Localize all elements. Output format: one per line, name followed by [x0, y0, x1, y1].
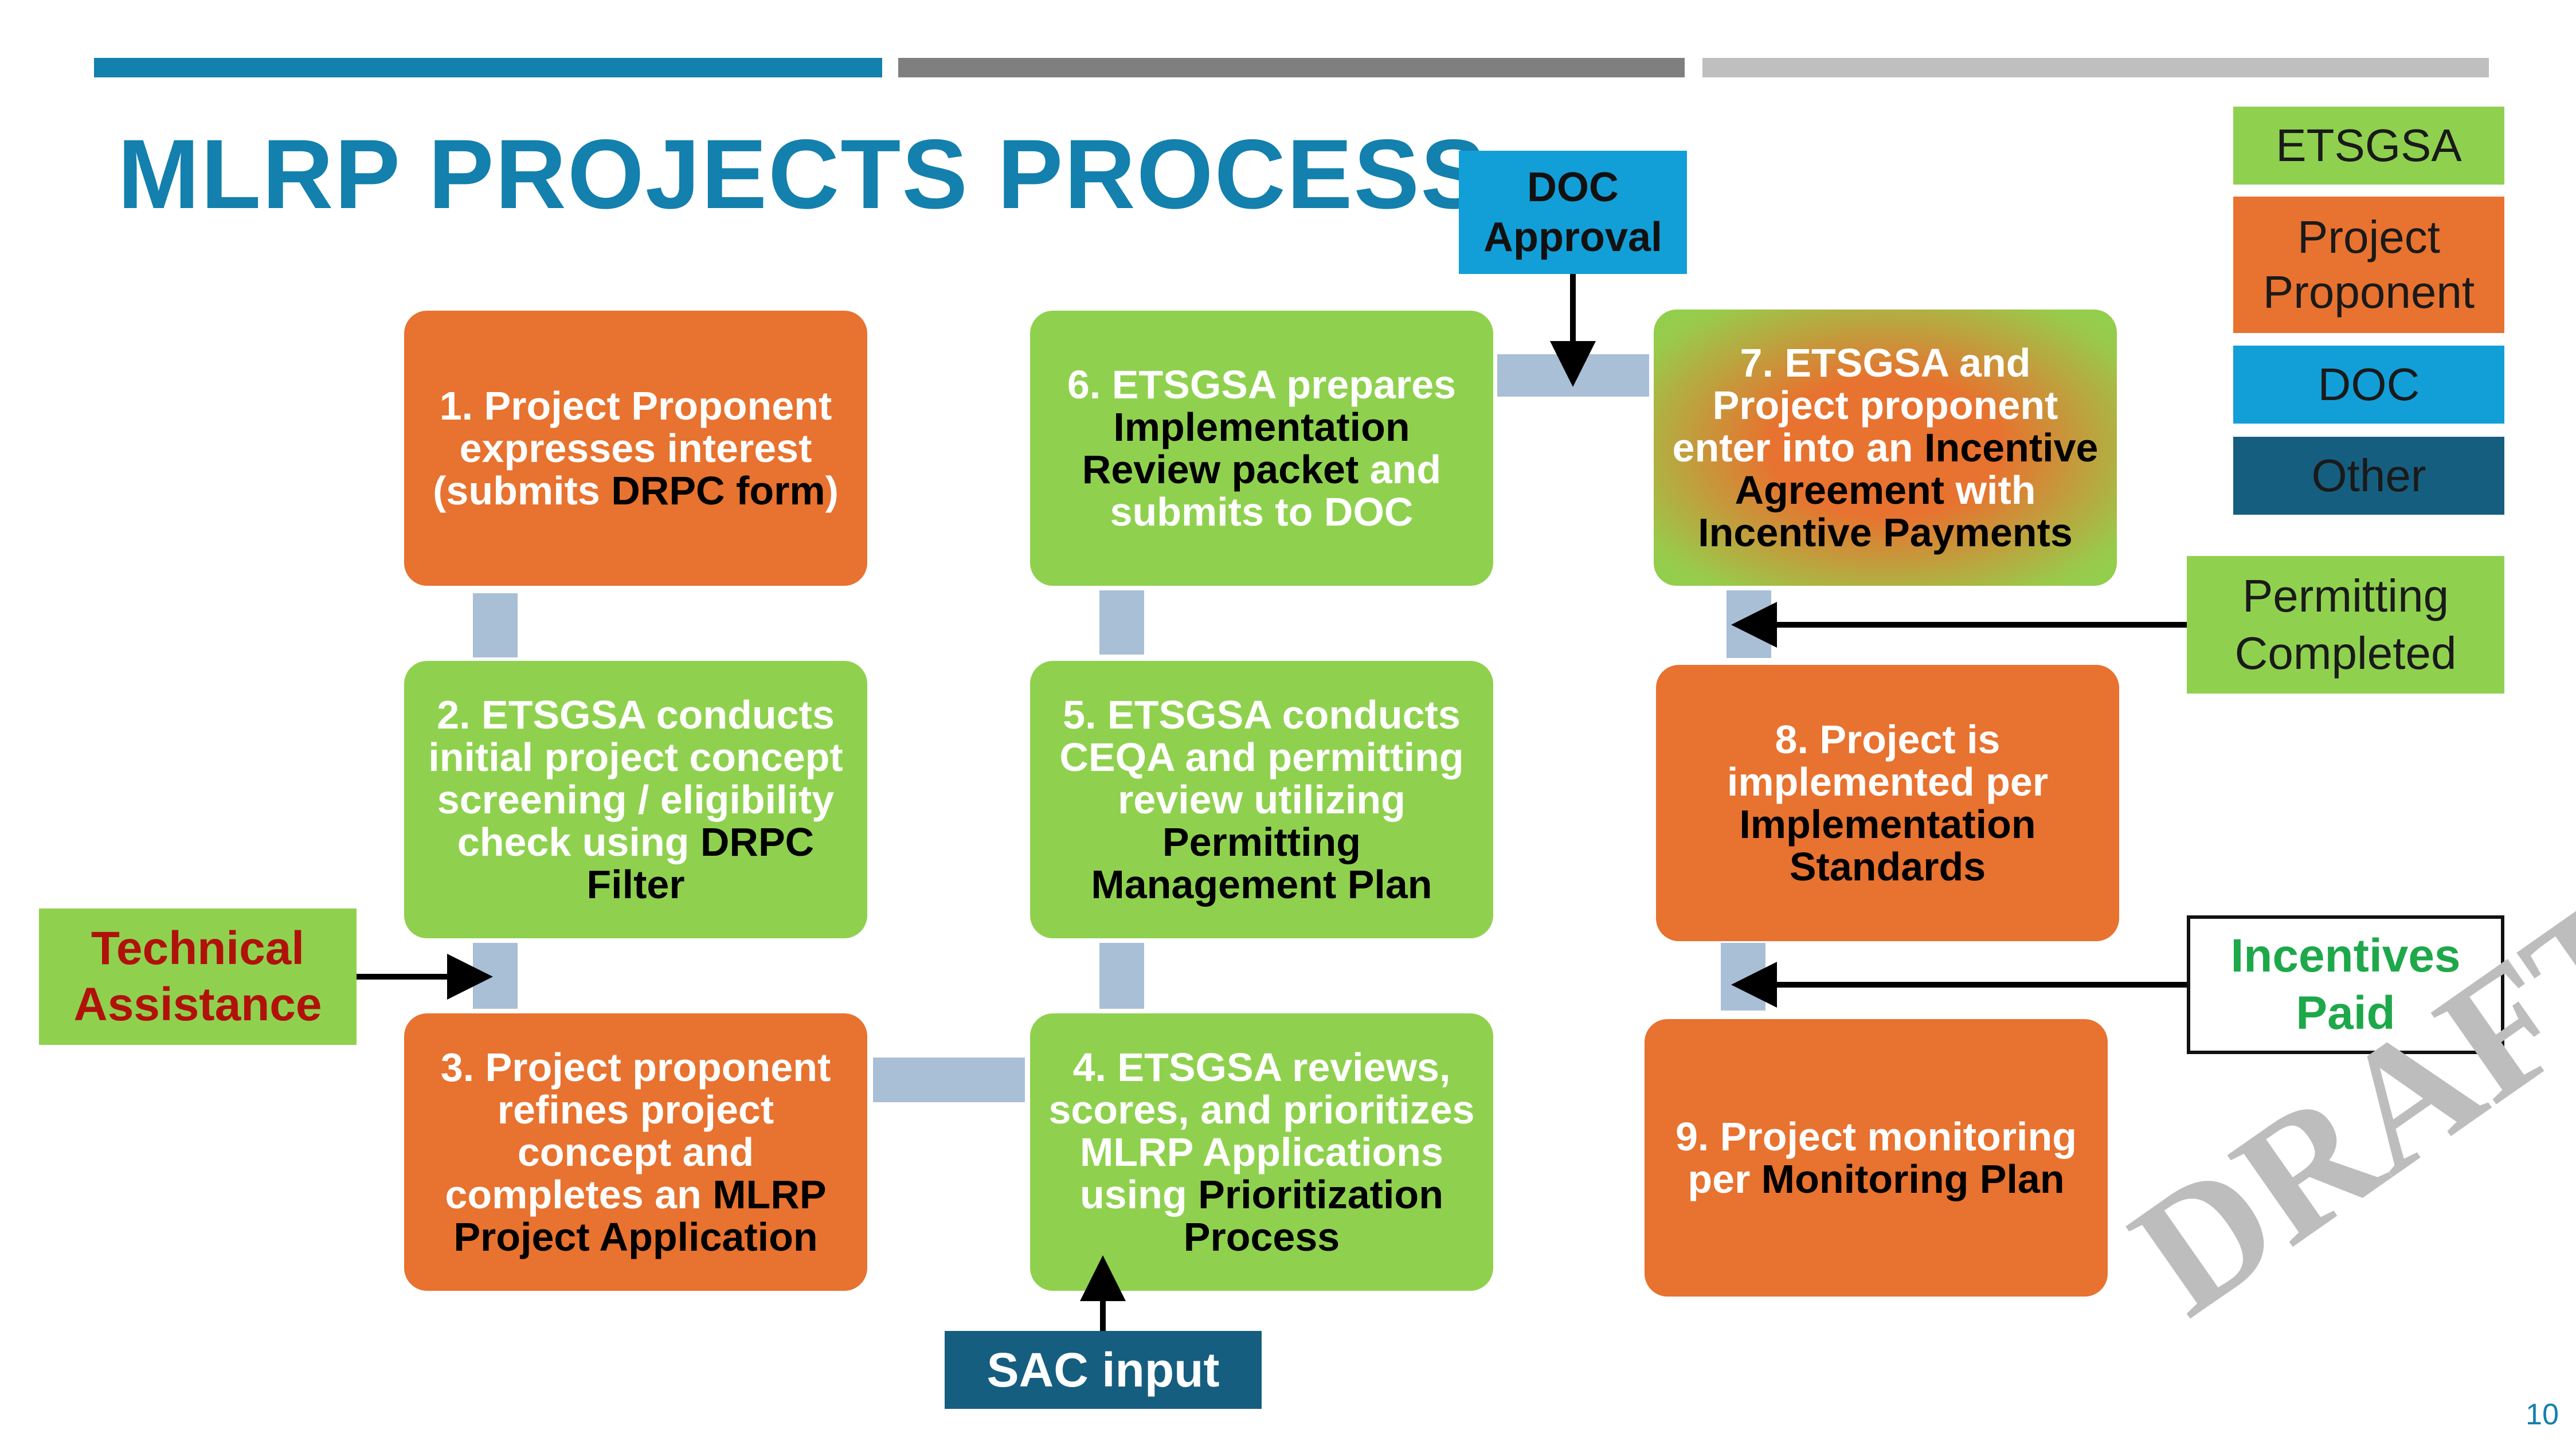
- top-bar-blue: [94, 58, 882, 77]
- step-4-box: 4. ETSGSA reviews, scores, and prioritiz…: [1030, 1013, 1493, 1291]
- legend-etsgsa: ETSGSA: [2233, 107, 2504, 185]
- legend-doc: DOC: [2233, 346, 2504, 424]
- step-7-text: 7. ETSGSA and Project proponent enter in…: [1672, 340, 2099, 555]
- incentives-paid-box: Incentives Paid: [2187, 915, 2504, 1054]
- step-2-box: 2. ETSGSA conducts initial project conce…: [404, 661, 867, 938]
- legend-other: Other: [2233, 437, 2504, 515]
- page-title: MLRP PROJECTS PROCESS: [118, 119, 1487, 229]
- doc-approval-box: DOC Approval: [1459, 151, 1687, 274]
- connector-4-5: [1099, 943, 1144, 1009]
- step-1-box: 1. Project Proponent expresses interest …: [404, 311, 867, 586]
- step-2-text: 2. ETSGSA conducts initial project conce…: [428, 692, 843, 907]
- step-6-text: 6. ETSGSA prepares Implementation Review…: [1067, 362, 1457, 535]
- step-9-text: 9. Project monitoring per Monitoring Pla…: [1675, 1114, 2077, 1201]
- step-4-text: 4. ETSGSA reviews, scores, and prioritiz…: [1048, 1044, 1475, 1260]
- step-6-box: 6. ETSGSA prepares Implementation Review…: [1030, 311, 1493, 586]
- step-3-box: 3. Project proponent refines project con…: [404, 1013, 867, 1291]
- sac-input-box: SAC input: [945, 1331, 1262, 1409]
- page-number: 10: [2526, 1398, 2559, 1431]
- permitting-completed-box: Permitting Completed: [2187, 556, 2504, 694]
- top-bar-lightgray: [1702, 58, 2489, 77]
- step-1-text: 1. Project Proponent expresses interest …: [433, 383, 839, 514]
- step-5-box: 5. ETSGSA conducts CEQA and permitting r…: [1030, 661, 1493, 938]
- connector-1-2: [473, 593, 518, 657]
- step-7-box: 7. ETSGSA and Project proponent enter in…: [1654, 310, 2117, 586]
- step-8-box: 8. Project is implemented per Implementa…: [1656, 665, 2119, 941]
- step-3-text: 3. Project proponent refines project con…: [440, 1044, 831, 1260]
- top-bar-gray: [898, 58, 1685, 77]
- legend-project-proponent: Project Proponent: [2233, 197, 2504, 333]
- connector-5-6: [1099, 590, 1144, 655]
- technical-assistance-box: Technical Assistance: [39, 908, 357, 1045]
- step-5-text: 5. ETSGSA conducts CEQA and permitting r…: [1059, 692, 1464, 907]
- connector-3-4: [873, 1058, 1025, 1102]
- step-8-text: 8. Project is implemented per Implementa…: [1727, 716, 2049, 890]
- step-9-box: 9. Project monitoring per Monitoring Pla…: [1645, 1019, 2108, 1297]
